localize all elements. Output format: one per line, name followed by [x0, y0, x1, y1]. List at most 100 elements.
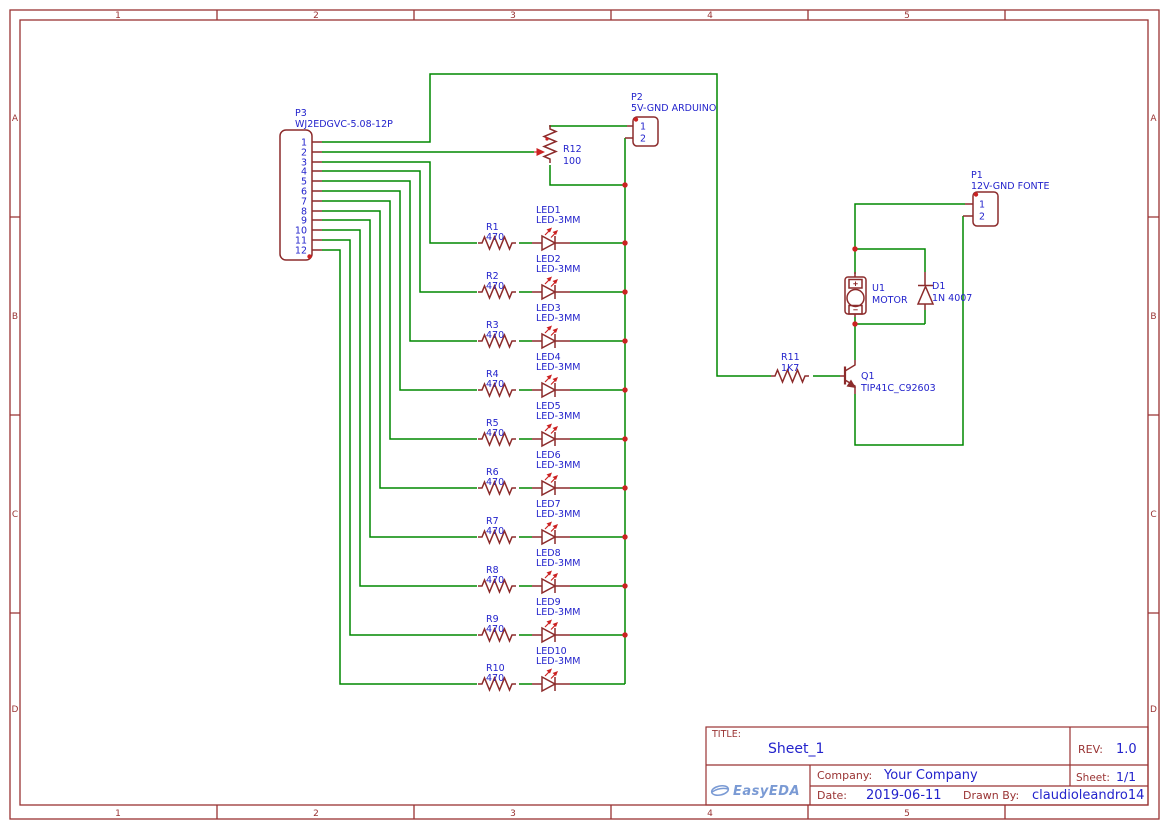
connector-p1: P1 12V-GND FONTE 1 2 [963, 170, 1049, 227]
q1-value: TIP41C_C92603 [860, 383, 936, 394]
led-ref: LED4 [536, 352, 561, 363]
r-value: 470 [486, 673, 504, 684]
led-value: LED-3MM [536, 607, 580, 618]
frame-row-label: A [1150, 114, 1157, 124]
led-channel: R10 470 LED10 LED-3MM [477, 646, 580, 692]
led-ref: LED3 [536, 303, 561, 314]
r-ref: R4 [486, 369, 499, 380]
r-ref: R5 [486, 418, 499, 429]
led-value: LED-3MM [536, 313, 580, 324]
frame-col-label: 3 [510, 11, 516, 21]
date-value: 2019-06-11 [866, 788, 942, 803]
r-ref: R9 [486, 614, 499, 625]
led-value: LED-3MM [536, 264, 580, 275]
led-ref: LED2 [536, 254, 561, 265]
r11-ref: R11 [781, 352, 800, 363]
frame-row-label: C [12, 510, 18, 520]
d1-value: 1N 4007 [932, 293, 972, 304]
led-ref: LED5 [536, 401, 561, 412]
emitter-arrow [846, 379, 856, 388]
q1-ref: Q1 [861, 371, 875, 382]
connector-p2: P2 5V-GND ARDUINO 1 2 [625, 92, 716, 147]
led-ref: LED9 [536, 597, 561, 608]
p2-ref: P2 [631, 92, 643, 103]
r-ref: R2 [486, 271, 499, 282]
led-channel: R3 470 LED3 LED-3MM [477, 303, 580, 349]
pin-marker-dot [545, 137, 549, 141]
r-value: 470 [486, 575, 504, 586]
frame-row-label: C [1150, 510, 1156, 520]
sheet-border-frame: 1 2 3 4 5 1 2 3 4 5 A B C D A B C D [9, 9, 1160, 820]
led-channel: R6 470 LED6 LED-3MM [477, 450, 580, 496]
led-value: LED-3MM [536, 509, 580, 520]
connector-p3: P3 WJ2EDGVC-5.08-12P 1 2 3 4 5 6 7 8 9 1… [279, 108, 393, 261]
frame-col-label: 4 [707, 809, 713, 819]
r11-value: 1K7 [781, 363, 799, 374]
rev-value: 1.0 [1116, 742, 1137, 757]
frame-row-label: A [12, 114, 19, 124]
logo-text: EasyEDA [733, 784, 800, 799]
led-ref: LED8 [536, 548, 561, 559]
r-value: 470 [486, 477, 504, 488]
diode-d1: D1 1N 4007 [916, 272, 972, 310]
p3-pin: 2 [301, 148, 307, 159]
p1-value: 12V-GND FONTE [971, 181, 1049, 192]
p3-pin: 3 [301, 158, 307, 169]
p3-pin: 4 [301, 167, 307, 178]
sheet-value: 1/1 [1116, 769, 1136, 784]
p2-pin: 2 [640, 134, 646, 145]
r-ref: R3 [486, 320, 499, 331]
r-ref: R10 [486, 663, 505, 674]
r-ref: R6 [486, 467, 499, 478]
p3-pin: 7 [301, 197, 307, 208]
frame-col-label: 5 [904, 11, 910, 21]
p2-pin: 1 [640, 122, 646, 133]
junction-dots [622, 182, 858, 638]
p3-pin: 9 [301, 216, 307, 227]
led-ref: LED7 [536, 499, 561, 510]
led-ref: LED10 [536, 646, 567, 657]
transistor-q1: Q1 TIP41C_C92603 [840, 360, 936, 394]
rev-label: REV: [1078, 743, 1103, 756]
drawn-by-value: claudioleandro14 [1032, 788, 1144, 803]
wire-pin1-to-r11 [322, 73, 771, 377]
p3-pin: 12 [295, 246, 307, 257]
r-ref: R1 [486, 222, 499, 233]
led-value: LED-3MM [536, 362, 580, 373]
drawn-by-label: Drawn By: [963, 789, 1019, 802]
led-channels: R1 470 LED1 LED-3MM R2 470 LED2 LED-3MM … [477, 205, 580, 692]
wire-led-rows [519, 242, 625, 685]
p2-value: 5V-GND ARDUINO [631, 103, 716, 114]
led-channel: R9 470 LED9 LED-3MM [477, 597, 580, 643]
pin-marker-dot [973, 192, 979, 197]
r-value: 470 [486, 232, 504, 243]
wiper-arrow [536, 148, 545, 156]
led-value: LED-3MM [536, 215, 580, 226]
frame-row-label: B [12, 312, 18, 322]
r-value: 470 [486, 428, 504, 439]
r12-value: 100 [563, 156, 581, 167]
p1-pin: 1 [979, 200, 985, 211]
r-value: 470 [486, 281, 504, 292]
pin-marker-dot [307, 254, 312, 259]
wires [322, 73, 965, 685]
company-value: Your Company [883, 768, 978, 783]
led-channel: R5 470 LED5 LED-3MM [477, 401, 580, 447]
frame-col-label: 5 [904, 809, 910, 819]
p3-ref: P3 [295, 108, 307, 119]
p3-pin: 8 [301, 207, 307, 218]
led-channel: R4 470 LED4 LED-3MM [477, 352, 580, 398]
sheet-label: Sheet: [1076, 772, 1110, 784]
frame-col-label: 2 [313, 809, 319, 819]
title-label: TITLE: [711, 729, 741, 740]
r-ref: R8 [486, 565, 499, 576]
p3-value: WJ2EDGVC-5.08-12P [295, 119, 393, 130]
frame-col-label: 1 [115, 11, 121, 21]
p1-pin: 2 [979, 212, 985, 223]
frame-row-label: D [12, 705, 19, 715]
title-block: TITLE: Sheet_1 REV: 1.0 Company: Your Co… [705, 726, 1149, 806]
frame-col-label: 4 [707, 11, 713, 21]
wire-motor-net [854, 203, 965, 446]
p3-pin: 5 [301, 177, 307, 188]
